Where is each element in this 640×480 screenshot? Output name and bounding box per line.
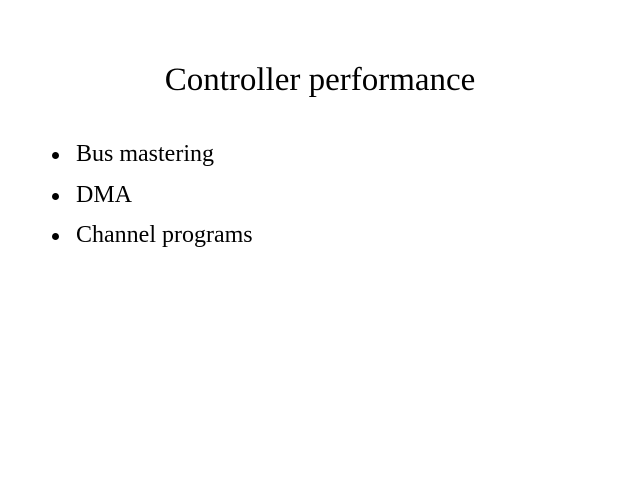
list-item: DMA xyxy=(52,175,253,216)
list-item: Bus mastering xyxy=(52,134,253,175)
slide-title: Controller performance xyxy=(164,62,476,98)
bullet-dot-icon xyxy=(52,233,59,241)
bullet-dot-icon xyxy=(52,192,59,200)
bullet-text: Bus mastering xyxy=(76,141,214,168)
bullet-text: Channel programs xyxy=(76,222,253,249)
list-item: Channel programs xyxy=(52,215,253,256)
bullet-text: DMA xyxy=(76,181,133,208)
bullet-dot-icon xyxy=(52,152,59,160)
bullet-list: Bus mastering DMA Channel programs xyxy=(52,134,253,256)
